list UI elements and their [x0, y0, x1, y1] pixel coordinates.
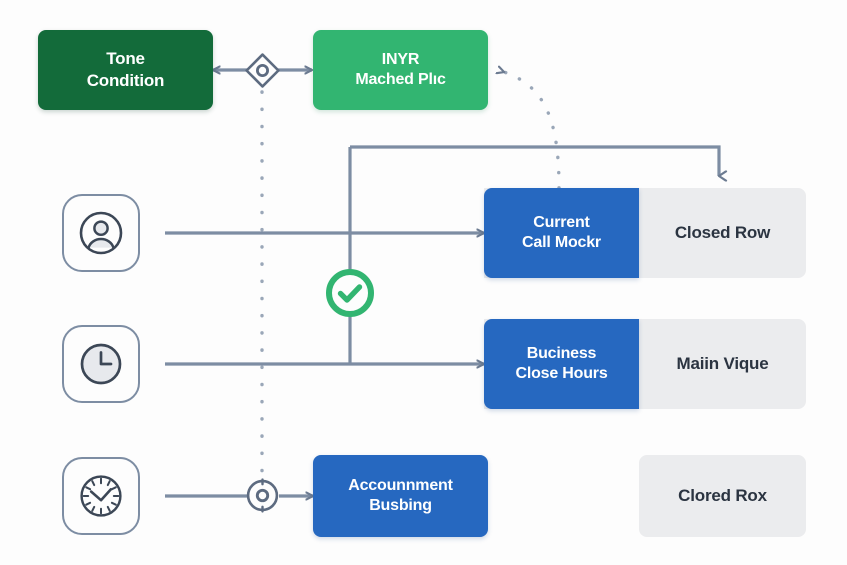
icon-tile-user[interactable]	[62, 194, 140, 272]
node-buciness-close-hours-label: Buciness Close Hours	[515, 344, 608, 382]
node-maiin-vique-label: Maiin Vique	[676, 354, 769, 374]
clock-ticks-icon	[78, 473, 124, 519]
node-buciness-close-hours[interactable]: Buciness Close Hours	[484, 319, 639, 409]
icon-tile-clock[interactable]	[62, 325, 140, 403]
diamond-gateway-icon	[244, 52, 281, 89]
node-closed-row-label: Closed Row	[674, 223, 771, 243]
node-inyr-mached-plic-label: INYR Mached Plıc	[355, 50, 446, 88]
node-accounnment-busbing[interactable]: Accounnment Busbing	[313, 455, 488, 537]
check-circle-icon	[324, 267, 376, 319]
node-clored-rox[interactable]: Clored Rox	[639, 455, 806, 537]
node-current-call-mockr[interactable]: Current Call Mockr	[484, 188, 639, 278]
node-tone-condition[interactable]: Tone Condition	[38, 30, 213, 110]
node-inyr-mached-plic[interactable]: INYR Mached Plıc	[313, 30, 488, 110]
clock-icon	[79, 342, 123, 386]
circle-gateway-icon	[245, 478, 280, 513]
node-tone-condition-label: Tone Condition	[86, 49, 165, 90]
node-accounnment-busbing-label: Accounnment Busbing	[348, 476, 453, 514]
dotted-feedback-arrow	[504, 72, 561, 190]
node-current-call-mockr-label: Current Call Mockr	[522, 213, 601, 251]
icon-tile-clock-detailed[interactable]	[62, 457, 140, 535]
user-avatar-icon	[78, 210, 124, 256]
node-clored-rox-label: Clored Rox	[678, 486, 767, 506]
